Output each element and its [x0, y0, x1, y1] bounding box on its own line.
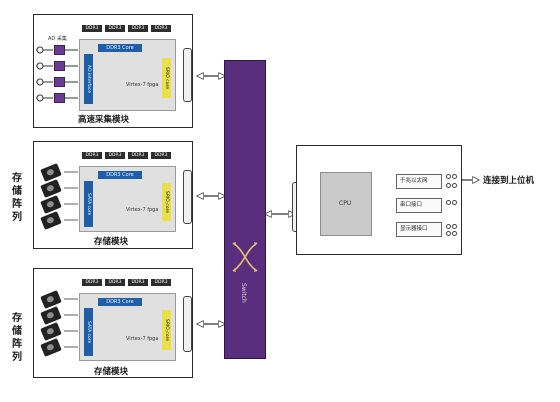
- adc-label: AD 采集: [48, 36, 67, 42]
- port-icon: [446, 200, 451, 205]
- ddr3-chip-2: DDR3: [105, 279, 125, 286]
- port-icon: [452, 174, 457, 179]
- ad-interface-core: AD interface: [84, 54, 93, 104]
- fpga-block: DDR3 Core SATA core Virtex-7 fpga SRIO c…: [79, 166, 176, 232]
- port-icon: [446, 224, 451, 229]
- port-icon: [452, 183, 457, 188]
- sata-core: SATA core: [84, 308, 93, 356]
- ddr3-chip-2: DDR3: [105, 25, 125, 32]
- ddr3-chip-4: DDR3: [151, 25, 171, 32]
- ddr3-chip-1: DDR3: [82, 25, 102, 32]
- srio-core: SRIO core: [162, 310, 171, 350]
- ddr3-chip-1: DDR3: [82, 279, 102, 286]
- backplane-connector: [183, 296, 192, 352]
- storage-module-1: DDR3 DDR3 DDR3 DDR3 DDR3 Core SATA core …: [33, 141, 193, 249]
- module-label: 存储模块: [94, 237, 129, 247]
- sata-core: SATA core: [84, 181, 93, 227]
- storage-array-label: 存储阵列: [12, 173, 22, 223]
- storage-module-2: DDR3 DDR3 DDR3 DDR3 DDR3 Core SATA core …: [33, 268, 193, 378]
- ddr3-chip-4: DDR3: [151, 279, 171, 286]
- ddr3-chip-3: DDR3: [128, 25, 148, 32]
- fpga-label: Virtex-7 fpga: [126, 336, 159, 342]
- ddr3-core: DDR3 Core: [98, 44, 142, 52]
- ddr3-chip-3: DDR3: [128, 152, 148, 159]
- cpu-chip: CPU: [320, 172, 372, 236]
- switch-bus: Switch: [224, 60, 266, 359]
- ddr3-core: DDR3 Core: [98, 171, 142, 179]
- ddr3-chip-3: DDR3: [128, 279, 148, 286]
- fpga-label: Virtex-7 fpga: [126, 207, 159, 213]
- ddr3-chip-1: DDR3: [82, 152, 102, 159]
- fpga-block: DDR3 Core SATA core Virtex-7 fpga SRIO c…: [79, 293, 176, 361]
- module-label: 存储模块: [94, 367, 129, 377]
- srio-core: SRIO core: [162, 183, 171, 221]
- switch-label: Switch: [240, 283, 247, 303]
- backplane-connector: [183, 170, 192, 224]
- display-interface: 显示器接口: [396, 222, 442, 237]
- gigabit-ethernet-interface: 千兆以太网: [396, 174, 442, 189]
- ddr3-chip-4: DDR3: [151, 152, 171, 159]
- module-label: 高速采集模块: [78, 115, 130, 125]
- port-icon: [446, 231, 451, 236]
- fpga-block: DDR3 Core AD interface Virtex-7 fpga SRI…: [79, 39, 176, 111]
- ddr3-core: DDR3 Core: [98, 298, 142, 306]
- port-icon: [452, 231, 457, 236]
- port-icon: [452, 200, 457, 205]
- serial-port-interface: 串口接口: [396, 198, 442, 213]
- port-icon: [446, 174, 451, 179]
- host-connection-label: 连接到上位机: [483, 176, 535, 186]
- port-icon: [446, 183, 451, 188]
- storage-array-label: 存储阵列: [12, 313, 22, 363]
- fpga-label: Virtex-7 fpga: [126, 82, 159, 88]
- ddr3-chip-2: DDR3: [105, 152, 125, 159]
- backplane-connector: [183, 48, 192, 102]
- port-icon: [452, 224, 457, 229]
- cpu-label: CPU: [339, 200, 352, 207]
- switch-cross-icon: [232, 242, 258, 272]
- srio-core: SRIO core: [162, 58, 171, 98]
- high-speed-acquisition-module: AD 采集 DDR3 DDR3 DDR3 DDR3 DDR3 Core AD i…: [33, 14, 193, 128]
